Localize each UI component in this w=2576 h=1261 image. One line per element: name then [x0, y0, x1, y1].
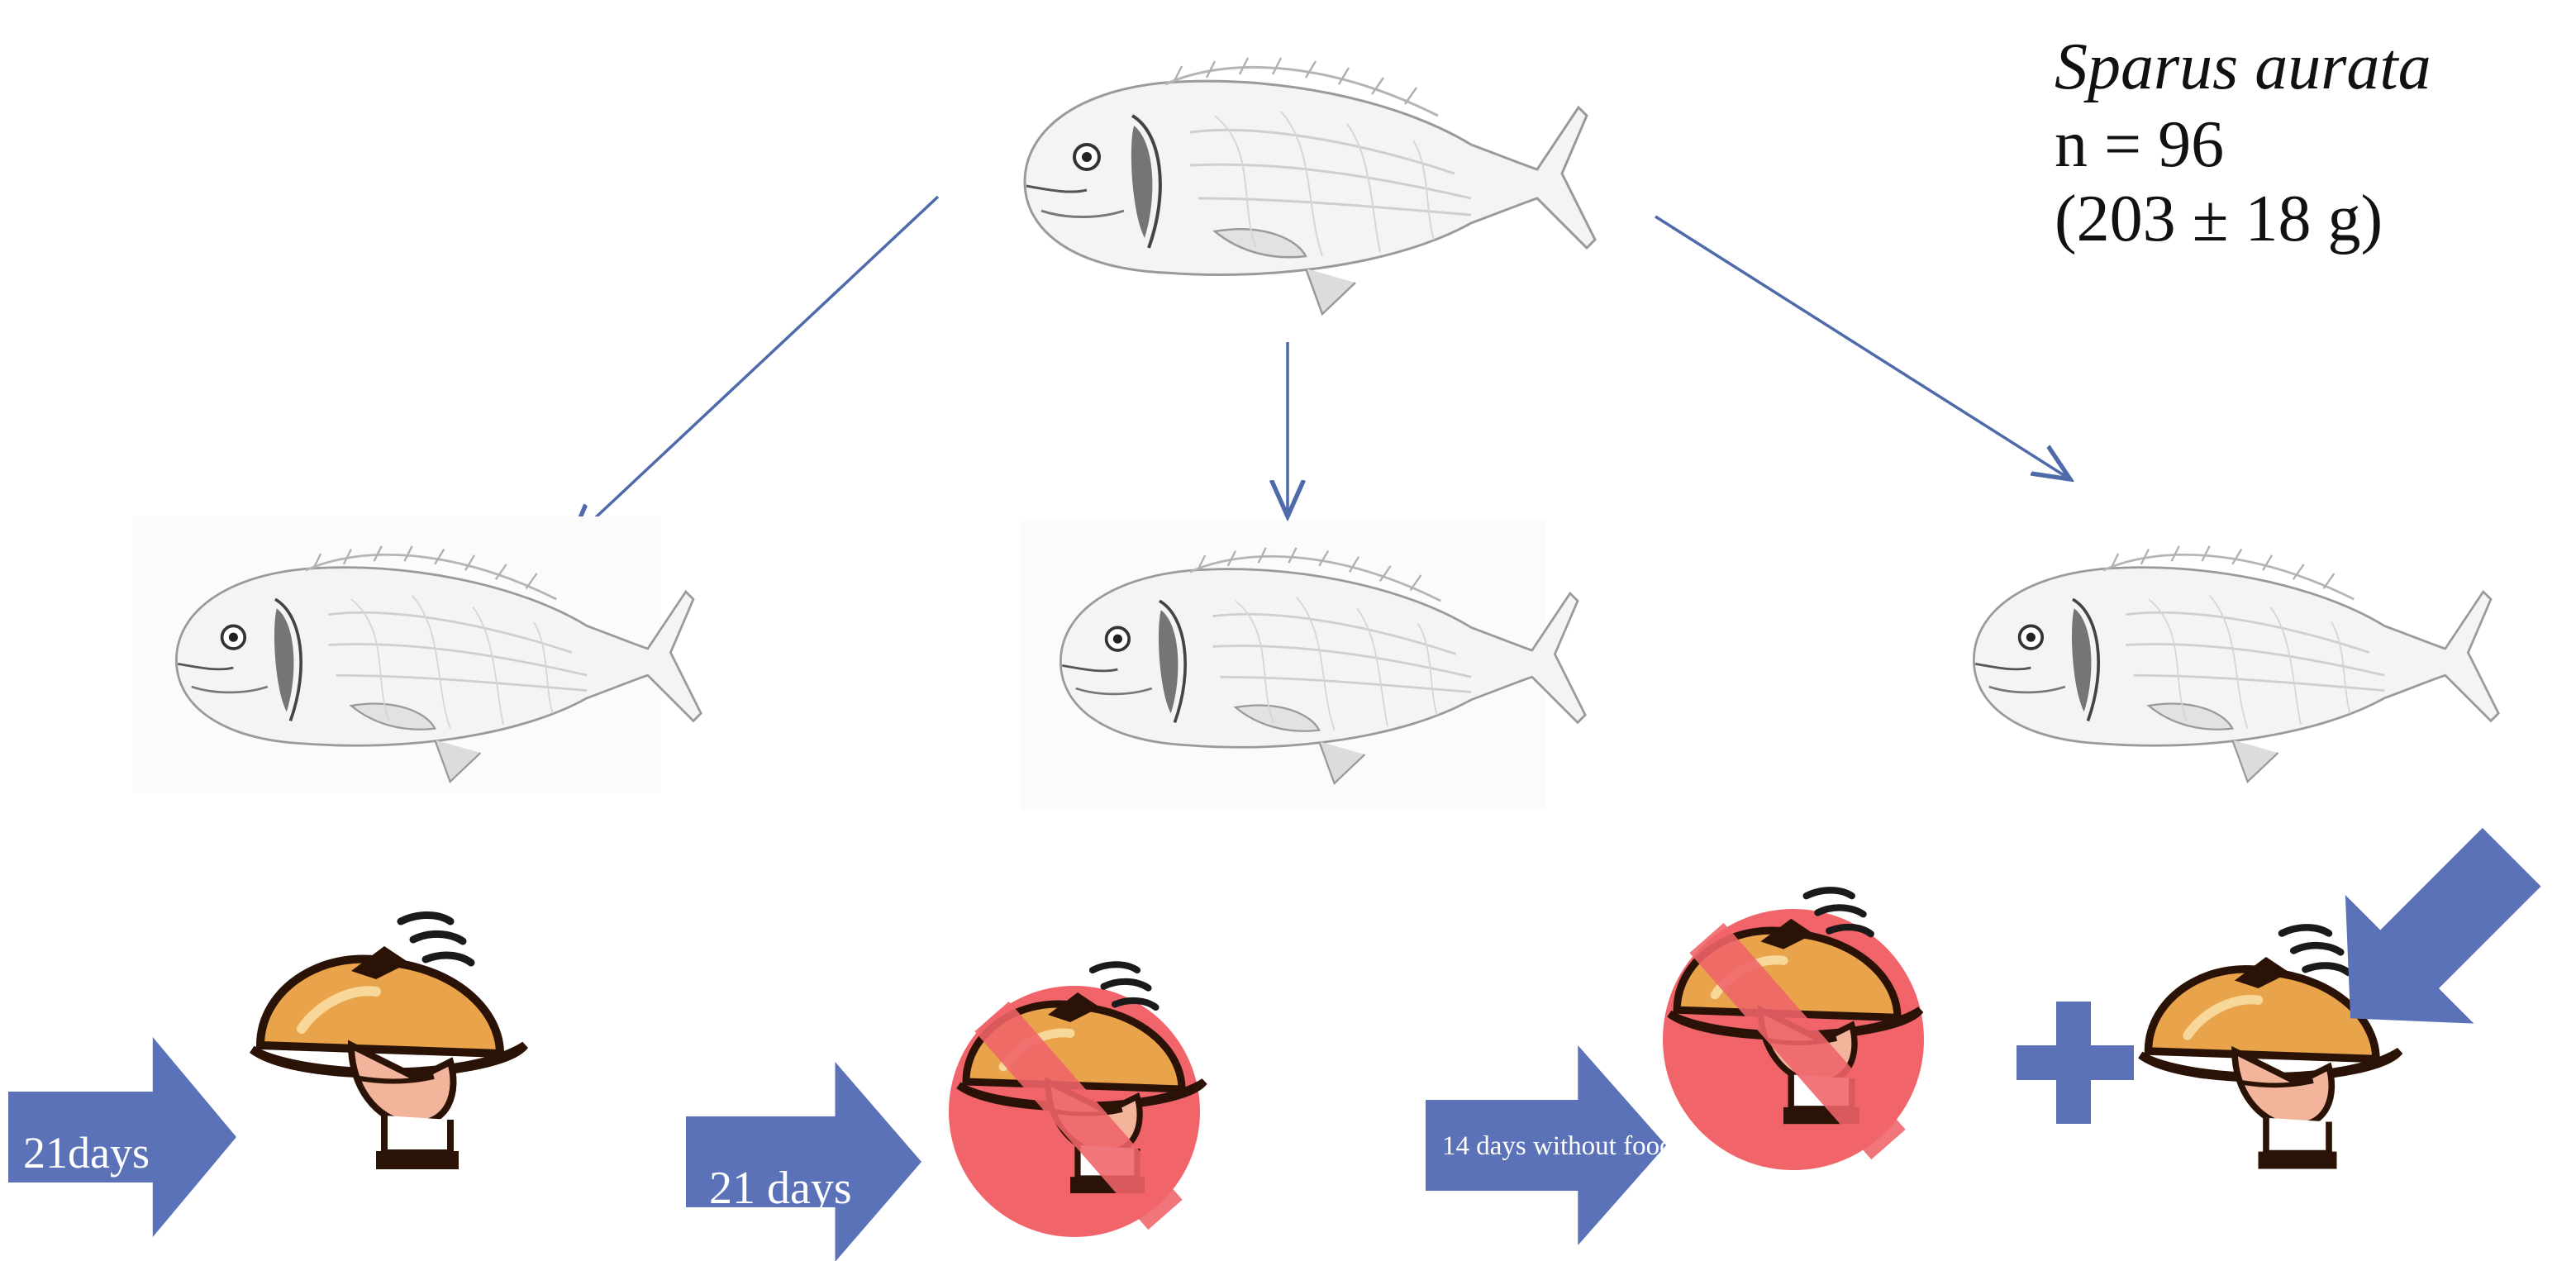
species-info: Sparus aurata n = 96 (203 ± 18 g)	[2055, 26, 2431, 256]
group-2-duration-label: 21 days	[709, 1162, 852, 1215]
no-food-icon	[949, 964, 1204, 1237]
food-cloche-icon	[252, 916, 525, 1170]
mean-weight: (203 ± 18 g)	[2055, 182, 2431, 256]
sample-size: n = 96	[2055, 107, 2431, 182]
no-food-icon	[1663, 890, 1924, 1170]
group-3-duration-label: 14 days without food	[1442, 1129, 1674, 1163]
fish-icon	[1974, 546, 2498, 782]
fish-icon	[1025, 58, 1595, 314]
plus-icon	[2017, 1002, 2134, 1124]
split-arrow-left	[570, 197, 938, 541]
split-arrow-right	[1655, 217, 2070, 479]
group-1-duration-label: 21days	[23, 1127, 150, 1178]
species-name: Sparus aurata	[2055, 26, 2431, 107]
